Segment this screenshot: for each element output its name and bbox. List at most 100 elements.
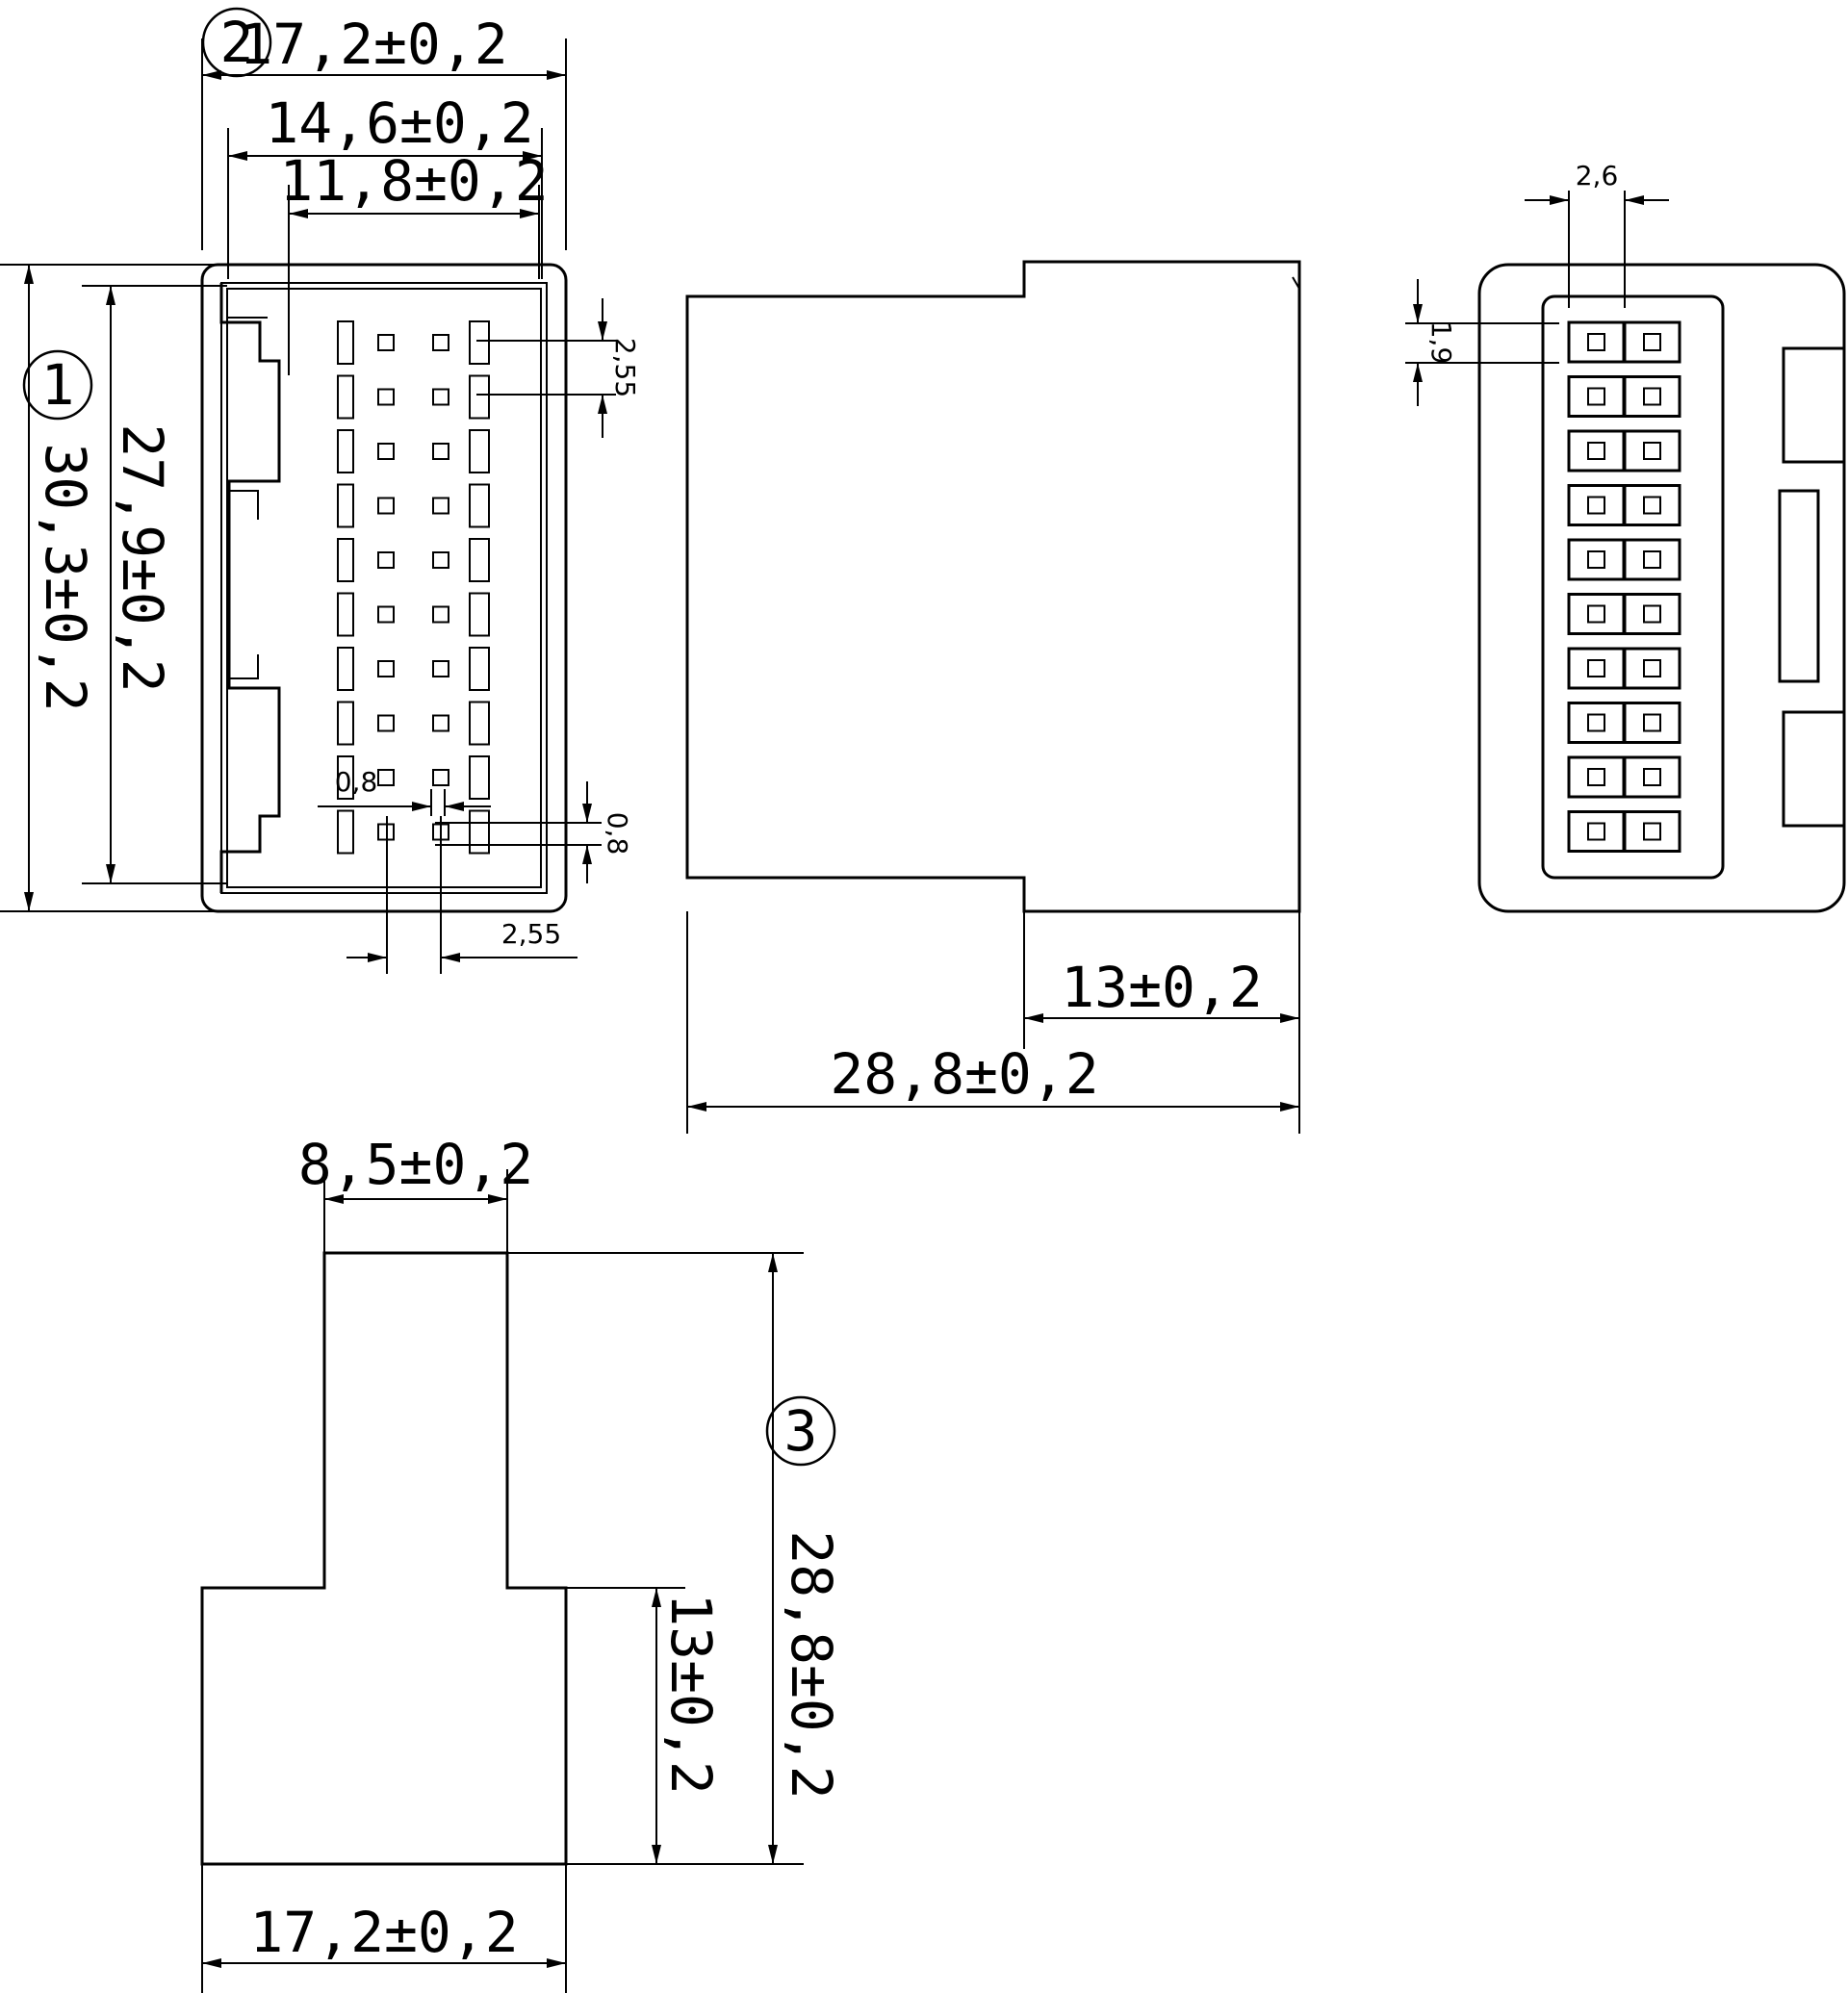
callout-one-circle (22, 349, 93, 421)
rear-pin-cell (1623, 755, 1681, 799)
front-pin-square (377, 660, 395, 677)
front-pin-square (432, 334, 449, 351)
rear-pin-cell (1567, 702, 1626, 744)
rear-pin-cell (1623, 375, 1681, 418)
rear-dimensions: 2,6 1,9 (1405, 160, 1669, 406)
rear-pin-cell (1567, 320, 1626, 364)
rear-pin-cell (1567, 538, 1626, 581)
front-pin-slot-left (337, 755, 354, 800)
rear-pin-square (1643, 333, 1661, 351)
rear-pin-square (1587, 713, 1605, 732)
front-pin-slot-left (337, 592, 354, 637)
rear-pin-cell (1623, 810, 1681, 853)
rear-pin-square (1587, 496, 1605, 515)
callout-two-circle (201, 7, 272, 78)
front-cavity-wall (226, 288, 542, 888)
dim-side-body-length: 28,8±0,2 (830, 1041, 1098, 1107)
rear-pin-cell (1623, 484, 1681, 526)
dim-rear-pitch: 2,6 (1576, 160, 1619, 192)
rear-pin-square (1643, 604, 1661, 624)
bottom-dimensions: 8,5±0,2 17,2±0,2 3 28,8±0,2 13±0,2 (201, 1132, 844, 1993)
rear-pin-square (1643, 768, 1661, 786)
rear-pin-square (1587, 333, 1605, 351)
rear-pin-square (1587, 387, 1605, 406)
rear-view (1477, 263, 1846, 913)
rear-pin-cell (1623, 320, 1681, 364)
dim-core-width: 11,8±0,2 (279, 148, 548, 214)
rear-side-tab-bottom (1782, 710, 1846, 828)
front-pin-slot-right (469, 374, 490, 420)
rear-pin-square (1587, 604, 1605, 624)
front-dimensions: 2 17,2±0,2 14,6±0,2 11,8±0,2 1 30,3±0,2 … (0, 7, 641, 974)
rear-pin-cell (1623, 429, 1681, 473)
front-pin-slot-right (469, 429, 490, 473)
rear-inner-cavity (1541, 294, 1725, 880)
side-dimensions: 13±0,2 28,8±0,2 (686, 911, 1300, 1134)
front-outer-body (200, 263, 568, 913)
front-pin-square (377, 551, 395, 569)
front-pin-slot-left (337, 429, 354, 473)
front-pin-square (377, 714, 395, 732)
front-pin-square (377, 605, 395, 624)
rear-pin-cell (1623, 647, 1681, 690)
front-pin-slot-left (337, 483, 354, 528)
callout-three: 3 (784, 1398, 818, 1464)
front-pin-slot-right (469, 320, 490, 365)
dim-rear-pin: 1,9 (1425, 321, 1457, 365)
dim-pin-pitch-horizontal: 2,55 (501, 918, 561, 950)
front-pin-slot-left (337, 647, 354, 691)
front-pin-square (432, 660, 449, 677)
front-pin-slot-right (469, 538, 490, 582)
rear-pin-cell (1567, 755, 1626, 799)
front-pin-square (377, 334, 395, 351)
front-pin-square (377, 497, 395, 515)
front-pin-square (432, 497, 449, 515)
rear-pin-square (1643, 387, 1661, 406)
dim-overall-width: 17,2±0,2 (239, 12, 507, 77)
rear-pin-array (1567, 320, 1681, 853)
rear-pin-cell (1567, 810, 1626, 853)
rear-pin-cell (1623, 538, 1681, 581)
front-view (200, 263, 568, 913)
callout-one: 1 (41, 352, 75, 418)
side-view (685, 260, 1301, 913)
dim-bottom-base-width: 17,2±0,2 (249, 1900, 518, 1965)
rear-side-slot (1778, 489, 1820, 683)
rear-pin-square (1643, 822, 1661, 841)
front-pin-square (432, 551, 449, 569)
dim-inner-width: 14,6±0,2 (265, 90, 533, 156)
rear-pin-square (1643, 713, 1661, 732)
front-pin-square (377, 769, 395, 786)
front-pin-square (377, 388, 395, 406)
dim-inner-height: 27,9±0,2 (110, 423, 175, 692)
rear-pin-square (1643, 659, 1661, 677)
rear-pin-square (1643, 496, 1661, 515)
dim-pin-size-horizontal: 0,8 (335, 766, 378, 798)
rear-pin-square (1643, 550, 1661, 569)
front-pin-slot-left (337, 701, 354, 746)
front-pin-slot-left (337, 538, 354, 582)
rear-pin-square (1587, 659, 1605, 677)
side-edge-mark (1292, 276, 1300, 290)
rear-pin-cell (1567, 429, 1626, 473)
front-inner-body (220, 282, 548, 894)
callout-three-circle (765, 1395, 836, 1467)
dim-side-step-length: 13±0,2 (1061, 955, 1263, 1020)
dim-bottom-step-height: 13±0,2 (658, 1593, 724, 1795)
rear-pin-cell (1623, 702, 1681, 744)
front-pin-slot-left (337, 320, 354, 365)
front-pin-square (432, 388, 449, 406)
rear-pin-square (1587, 822, 1605, 841)
rear-pin-cell (1567, 375, 1626, 418)
front-latch-inner (226, 289, 268, 679)
dim-bottom-top-width: 8,5±0,2 (298, 1132, 533, 1197)
rear-side-tab-top (1782, 346, 1846, 464)
rear-pin-square (1643, 442, 1661, 460)
rear-pin-cell (1567, 593, 1626, 635)
bottom-body-outline (200, 1251, 568, 1866)
dim-pin-size-vertical: 0,8 (602, 812, 633, 856)
front-pin-square (377, 443, 395, 460)
front-pin-slot-right (469, 592, 490, 637)
dim-pin-pitch-vertical: 2,55 (609, 338, 641, 397)
front-pin-slot-right (469, 701, 490, 746)
